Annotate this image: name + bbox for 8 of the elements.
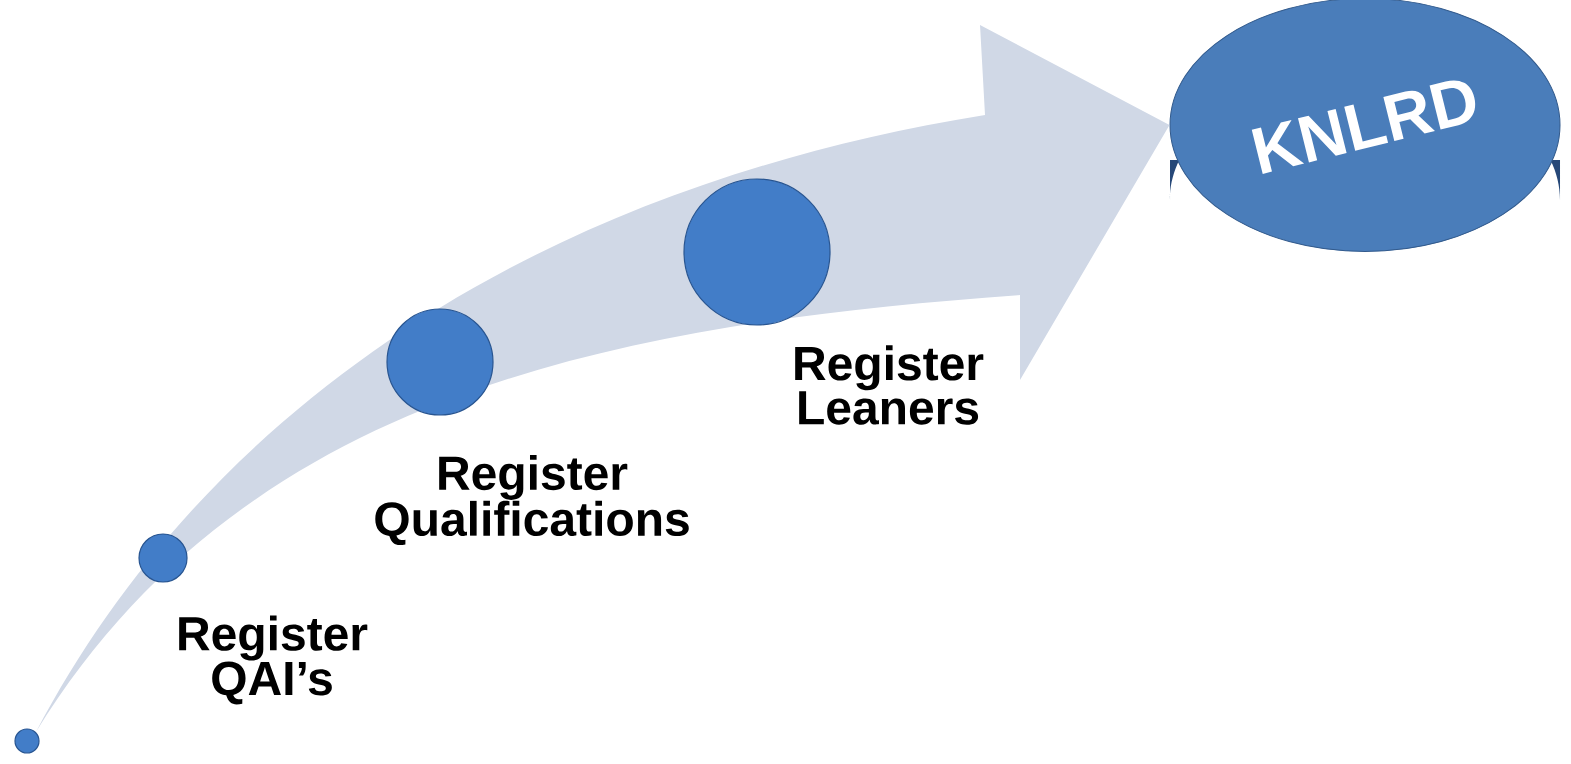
circle (138, 533, 188, 583)
step-label: Register QAI’s (179, 615, 368, 705)
disc: KNLRD (1169, 0, 1561, 252)
step-label: Register Qualifications (375, 454, 689, 546)
circle (14, 728, 40, 754)
step-label: Register Leaners (795, 345, 984, 425)
circle (386, 308, 494, 416)
circle (683, 178, 831, 326)
